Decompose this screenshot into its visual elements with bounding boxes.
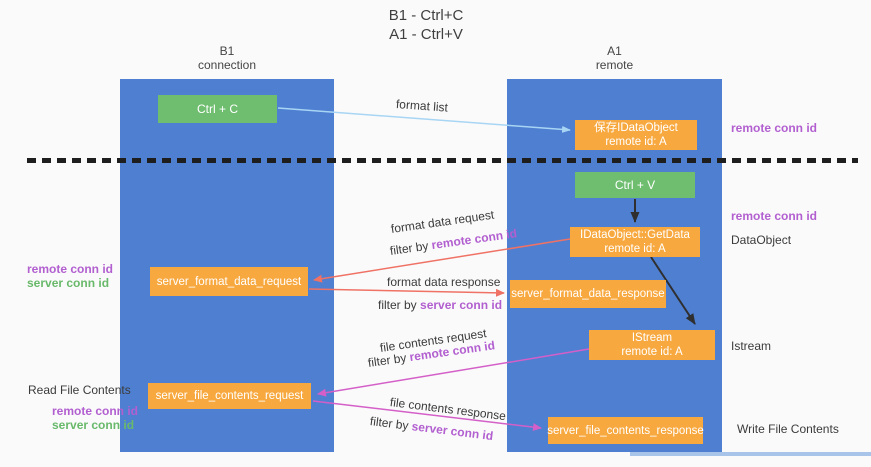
node-ctrl-c: Ctrl + C (158, 95, 277, 123)
bottom-window-edge (630, 452, 871, 456)
node-server-format-data-request: server_format_data_request (150, 267, 308, 296)
node-label: server_file_contents_response (547, 424, 704, 437)
edge-label-format-data-response-filter: filter by server conn id (378, 298, 502, 312)
node-idataobject-getdata: IDataObject::GetData remote id: A (570, 227, 700, 257)
lane-a1-role: remote (595, 58, 634, 72)
side-label-server-conn-id: server conn id (52, 418, 135, 432)
side-label-remote-conn-id-top: remote conn id (731, 121, 818, 135)
side-label-remote-conn-id: remote conn id (52, 404, 139, 418)
node-label: server_format_data_request (156, 275, 302, 288)
node-server-format-data-response: server_format_data_response (510, 280, 666, 308)
filter-key-server-conn-id: server conn id (410, 419, 494, 444)
node-server-file-contents-request: server_file_contents_request (148, 383, 311, 409)
side-label-istream: Istream (731, 339, 772, 353)
dashed-separator (27, 158, 858, 163)
node-ctrl-c-label: Ctrl + C (196, 102, 238, 116)
side-label-remote-conn-id-mid: remote conn id (731, 209, 818, 223)
node-line-2: remote id: A (605, 136, 667, 148)
lane-b1-name: B1 (219, 44, 235, 58)
side-label-write-file-contents: Write File Contents (737, 422, 839, 436)
side-label-dataobject: DataObject (731, 233, 792, 247)
node-server-file-contents-response: server_file_contents_response (547, 417, 704, 444)
node-ctrl-v: Ctrl + V (575, 172, 695, 198)
node-label: server_format_data_response (511, 288, 665, 300)
side-label-left-bottom-group: remote conn id server conn id (52, 404, 138, 432)
filter-key-remote-conn-id: remote conn id (430, 226, 518, 253)
side-label-server-conn-id: server conn id (27, 276, 110, 290)
lane-header-b1: B1 connection (120, 44, 334, 72)
edge-label-format-data-response: format data response (387, 275, 501, 289)
filter-by-text: filter by (369, 414, 413, 434)
filter-key-server-conn-id: server conn id (420, 298, 503, 312)
filter-by-text: filter by (378, 298, 421, 312)
edge-label-format-list: format list (395, 97, 449, 115)
filter-by-text: filter by (389, 238, 433, 258)
filter-by-text: filter by (367, 350, 411, 370)
node-label: server_file_contents_request (155, 390, 304, 402)
node-line-1: IDataObject::GetData (580, 229, 690, 241)
side-label-read-file-contents: Read File Contents (28, 383, 131, 397)
lane-a1-name: A1 (607, 44, 622, 58)
side-label-left-mid-group: remote conn id server conn id (27, 262, 113, 290)
title-line-1: B1 - Ctrl+C (388, 7, 464, 24)
node-istream: IStream remote id: A (589, 330, 715, 360)
lane-header-a1: A1 remote (507, 44, 722, 72)
node-save-idataobject: 保存IDataObject remote id: A (575, 120, 697, 150)
diagram-title: B1 - Ctrl+C A1 - Ctrl+V (0, 6, 852, 44)
arrow-format-data-response (308, 288, 505, 297)
side-label-remote-conn-id: remote conn id (27, 262, 114, 276)
title-line-2: A1 - Ctrl+V (389, 26, 463, 43)
node-line-1: 保存IDataObject (594, 122, 678, 134)
node-line-1: IStream (631, 332, 673, 344)
node-line-2: remote id: A (604, 243, 666, 255)
lane-b1-role: connection (197, 58, 257, 72)
node-line-2: remote id: A (621, 346, 683, 358)
node-ctrl-v-label: Ctrl + V (614, 178, 656, 192)
